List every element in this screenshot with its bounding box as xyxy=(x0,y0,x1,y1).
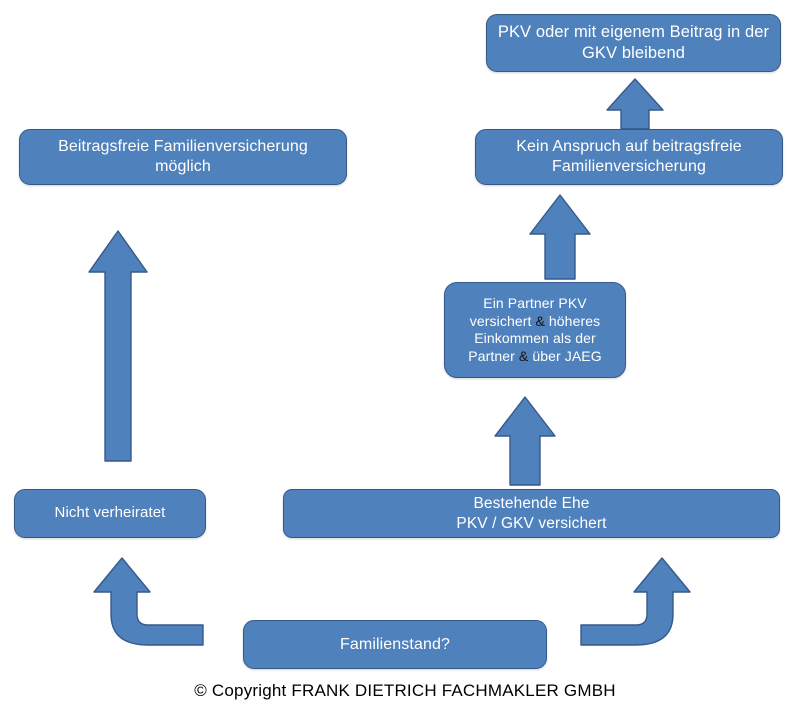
node-label-line-3: Einkommen als der xyxy=(474,330,596,346)
node-bestehende-ehe[interactable]: Bestehende Ehe PKV / GKV versichert xyxy=(283,489,780,538)
ampersand-glyph: & xyxy=(535,312,545,329)
node-kein-anspruch-beitragsfreie-familienversicherung[interactable]: Kein Anspruch auf beitragsfreie Familien… xyxy=(475,129,783,185)
arrow-long-up-to-beitragsfrei xyxy=(86,228,150,464)
node-label: PKV oder mit eigenem Beitrag in der GKV … xyxy=(497,23,770,62)
node-nicht-verheiratet[interactable]: Nicht verheiratet xyxy=(14,489,206,538)
node-label-line-4b: über JAEG xyxy=(528,347,602,364)
ampersand-glyph: & xyxy=(518,347,529,364)
node-label-line-2a: versichert xyxy=(469,312,536,329)
arrow-up-to-ein-partner xyxy=(492,394,558,488)
arrow-bent-left-to-nicht-verheiratet xyxy=(86,552,206,648)
node-pkv-oder-eigener-beitrag[interactable]: PKV oder mit eigenem Beitrag in der GKV … xyxy=(486,14,781,72)
node-familienstand-frage[interactable]: Familienstand? xyxy=(243,620,547,669)
node-label: Bestehende Ehe PKV / GKV versichert xyxy=(456,495,607,532)
node-label: Kein Anspruch auf beitragsfreie Familien… xyxy=(516,138,742,175)
node-label-line-1: Ein Partner PKV xyxy=(483,295,587,311)
node-label: Beitragsfreie Familienversicherung mögli… xyxy=(58,138,308,175)
node-label: Familienstand? xyxy=(340,635,450,653)
node-label: Nicht verheiratet xyxy=(54,504,166,522)
node-beitragsfreie-familienversicherung-moeglich[interactable]: Beitragsfreie Familienversicherung mögli… xyxy=(19,129,347,185)
copyright-notice: © Copyright FRANK DIETRICH FACHMAKLER GM… xyxy=(194,681,616,700)
arrow-bent-right-to-bestehende-ehe xyxy=(578,552,698,648)
arrow-up-to-kein-anspruch xyxy=(527,192,593,282)
node-label-line-2b: höheres xyxy=(544,312,601,329)
arrow-up-to-pkv-eigenbeitrag xyxy=(604,76,666,132)
node-label-line-4a: Partner xyxy=(468,347,519,364)
